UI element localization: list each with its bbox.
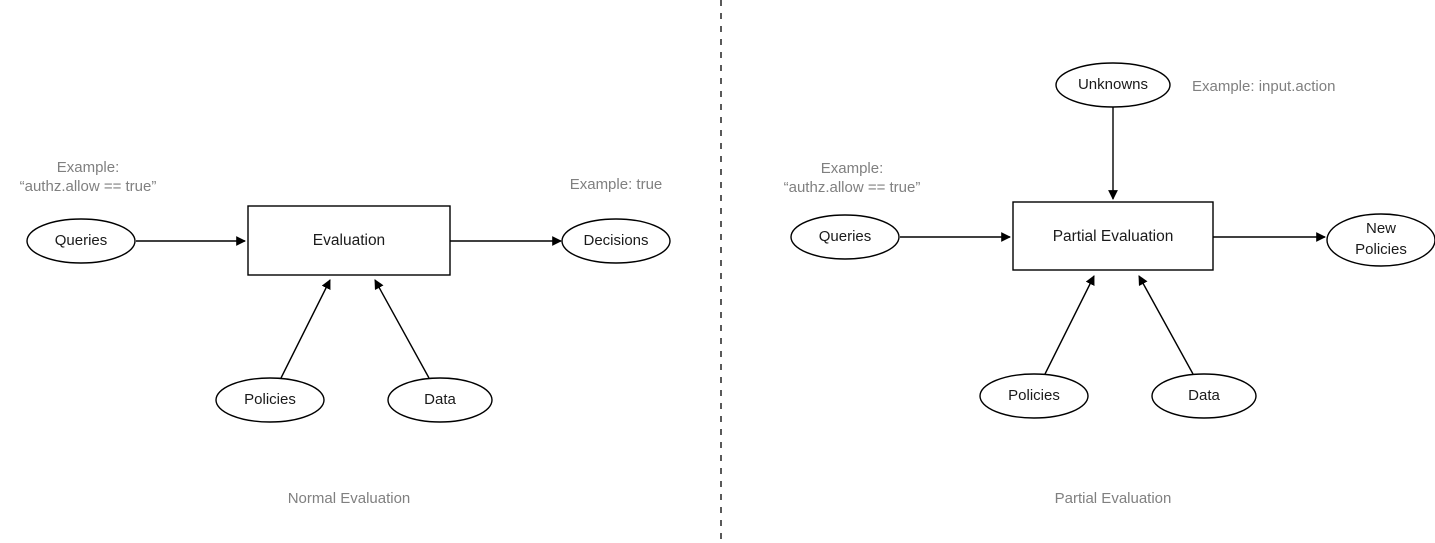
- node-data-right: [1151, 373, 1257, 419]
- node-new-policies-label-line1: New: [1366, 220, 1396, 237]
- edge-data-to-evaluation: [374, 279, 430, 379]
- edge-policies-to-evaluation: [280, 279, 331, 379]
- node-policies-right: [979, 373, 1089, 419]
- node-evaluation-box: [247, 205, 451, 276]
- node-unknowns-label: Unknowns: [1078, 76, 1148, 93]
- node-decisions: [561, 218, 671, 264]
- node-policies-left: [215, 377, 325, 423]
- node-new-policies: [1326, 213, 1435, 267]
- node-queries-left-label: Queries: [55, 232, 108, 249]
- node-policies-right-label: Policies: [1008, 387, 1060, 404]
- annotation-queries-example-left-line1: Example:: [57, 159, 120, 176]
- annotation-queries-example-right-line2: “authz.allow == true”: [784, 179, 921, 196]
- node-new-policies-label-line2: Policies: [1355, 241, 1407, 258]
- annotation-unknowns-example: Example: input.action: [1192, 78, 1335, 95]
- annotation-output-example-left: Example: true: [570, 176, 663, 193]
- annotation-queries-example-left-line2: “authz.allow == true”: [20, 178, 157, 195]
- node-data-left: [387, 377, 493, 423]
- edge-data-to-partial-evaluation: [1138, 275, 1194, 375]
- node-partial-evaluation-box: [1012, 201, 1214, 271]
- node-policies-left-label: Policies: [244, 391, 296, 408]
- node-queries-left: [26, 218, 136, 264]
- node-data-left-label: Data: [424, 391, 456, 408]
- caption-partial-evaluation: Partial Evaluation: [1055, 490, 1172, 507]
- node-queries-right-label: Queries: [819, 228, 872, 245]
- node-queries-right: [790, 214, 900, 260]
- annotation-queries-example-right-line1: Example:: [821, 160, 884, 177]
- caption-normal-evaluation: Normal Evaluation: [288, 490, 411, 507]
- node-data-right-label: Data: [1188, 387, 1220, 404]
- node-partial-evaluation-label: Partial Evaluation: [1053, 228, 1174, 245]
- edge-policies-to-partial-evaluation: [1044, 275, 1095, 375]
- node-decisions-label: Decisions: [583, 232, 648, 249]
- node-evaluation-label: Evaluation: [313, 232, 385, 249]
